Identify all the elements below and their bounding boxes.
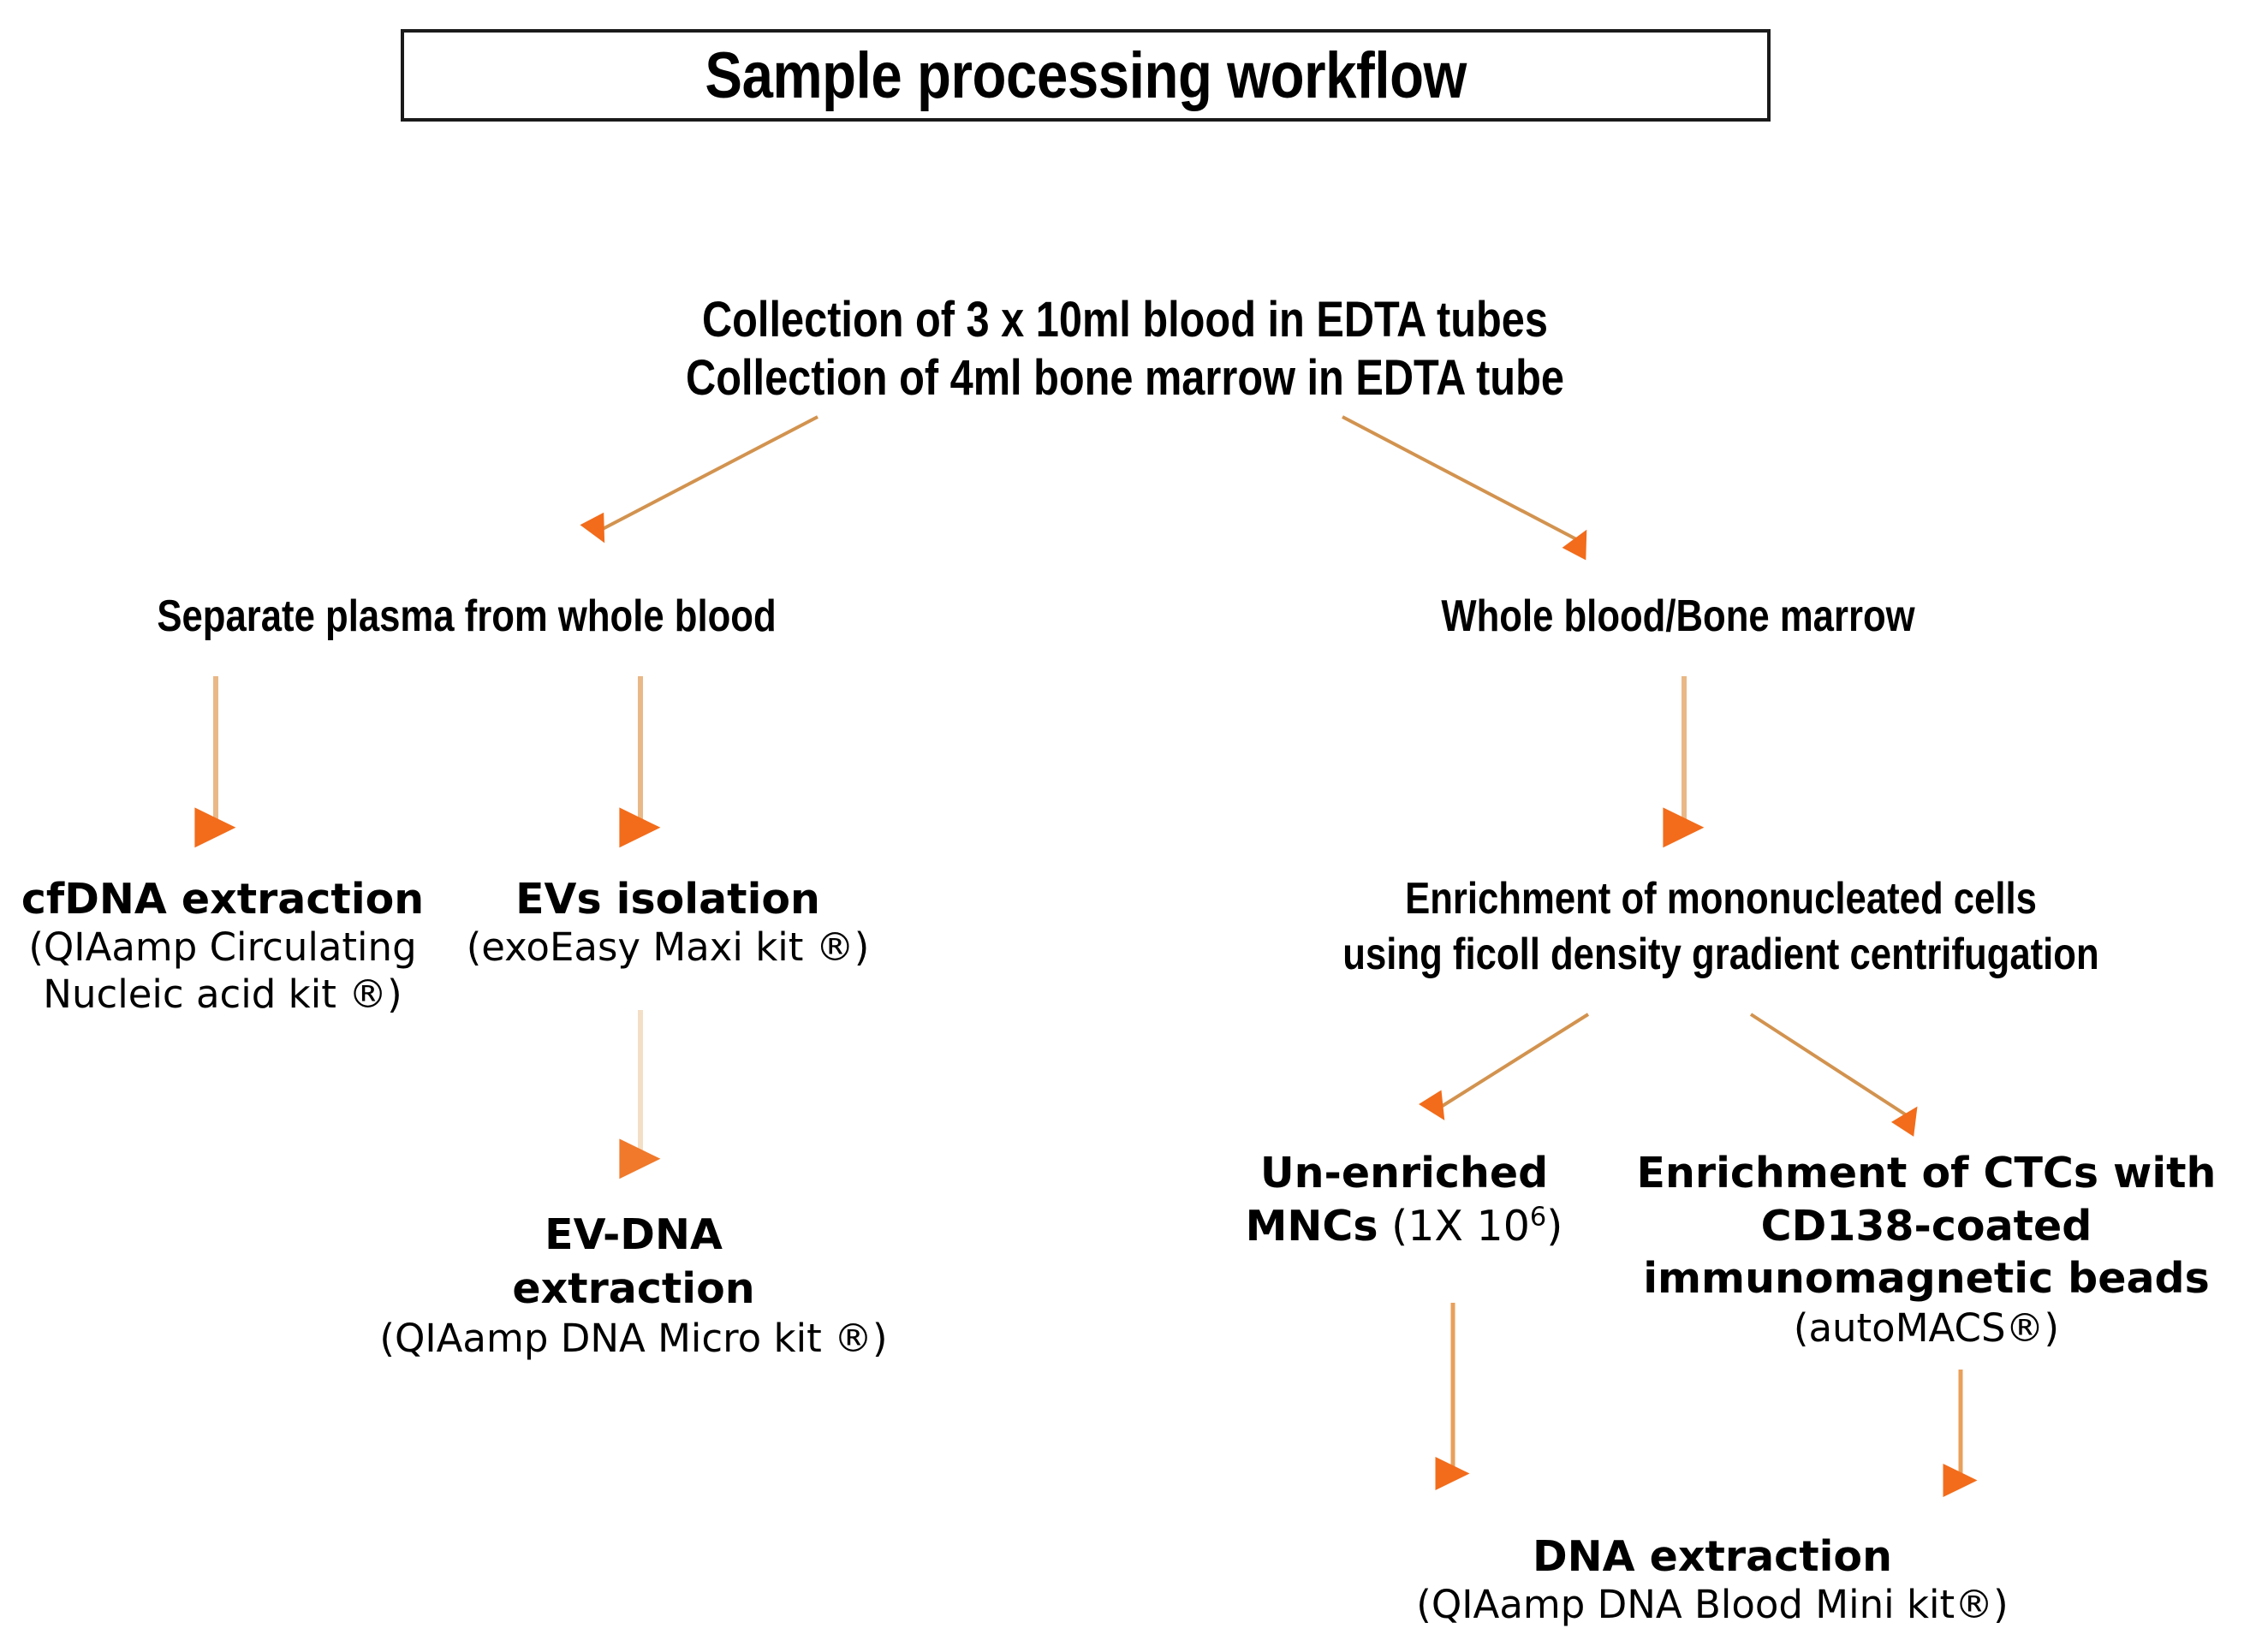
evs-isolation-heading: EVs isolation bbox=[515, 875, 820, 924]
ctc-heading-line-2: CD138-coated bbox=[1760, 1201, 2092, 1251]
cfdna-sub-line-1: (QIAamp Circulating bbox=[28, 924, 417, 970]
diagram-title-box: Sample processing workflow bbox=[401, 29, 1771, 122]
dna-extraction-heading: DNA extraction bbox=[1533, 1532, 1892, 1581]
ctc-sub: (autoMACS®) bbox=[1793, 1305, 2060, 1352]
mncs-heading-line-1: Un-enriched bbox=[1259, 1149, 1549, 1197]
node-collection: Collection of 3 x 10ml blood in EDTA tub… bbox=[180, 291, 2070, 408]
ctc-heading-line-1: Enrichment of CTCs with bbox=[1636, 1149, 2217, 1197]
collection-line-1: Collection of 3 x 10ml blood in EDTA tub… bbox=[701, 292, 1548, 348]
cfdna-heading: cfDNA extraction bbox=[21, 875, 425, 924]
mncs-count-pre: (1X 10 bbox=[1378, 1201, 1530, 1251]
node-evs-isolation: EVs isolation (exoEasy Maxi kit ®) bbox=[428, 875, 908, 972]
edge-ficoll-to-mncs bbox=[1419, 1013, 1590, 1120]
cfdna-sub-line-2: Nucleic acid kit ®) bbox=[43, 971, 402, 1017]
ctc-heading-line-3: immunomagnetic beads bbox=[1643, 1254, 2210, 1304]
mncs-bold-part: MNCs bbox=[1245, 1201, 1378, 1251]
ev-dna-sub: (QIAamp DNA Micro kit ®) bbox=[379, 1316, 888, 1362]
node-whole-blood-bone-marrow: Whole blood/Bone marrow bbox=[1361, 591, 1994, 643]
node-separate-plasma: Separate plasma from whole blood bbox=[74, 591, 859, 643]
diagram-title: Sample processing workflow bbox=[705, 39, 1467, 112]
node-ctc-enrichment: Enrichment of CTCs with CD138-coated imm… bbox=[1627, 1147, 2226, 1351]
ficoll-line-2: using ficoll density gradient centrifuga… bbox=[1342, 930, 2099, 979]
dna-extraction-sub: (QIAamp DNA Blood Mini kit®) bbox=[1416, 1581, 2009, 1627]
node-cfdna-extraction: cfDNA extraction (QIAamp Circulating Nuc… bbox=[0, 875, 454, 1019]
collection-line-2: Collection of 4ml bone marrow in EDTA tu… bbox=[686, 350, 1564, 407]
separate-plasma-label: Separate plasma from whole blood bbox=[157, 591, 777, 641]
mncs-count-exponent: 6 bbox=[1529, 1202, 1547, 1233]
evs-isolation-sub: (exoEasy Maxi kit ®) bbox=[466, 924, 870, 970]
node-ficoll-enrichment: Enrichment of mononucleated cells using … bbox=[1296, 871, 2145, 983]
ev-dna-heading-line-2: extraction bbox=[512, 1263, 755, 1313]
node-un-enriched-mncs: Un-enriched MNCs (1X 106) bbox=[1224, 1147, 1584, 1253]
whole-blood-bone-marrow-label: Whole blood/Bone marrow bbox=[1441, 591, 1915, 641]
node-dna-extraction: DNA extraction (QIAamp DNA Blood Mini ki… bbox=[1318, 1532, 2106, 1627]
edge-ficoll-to-ctc bbox=[1749, 1013, 1918, 1137]
edge-collection-to-whole-blood bbox=[1342, 415, 1587, 561]
ficoll-line-1: Enrichment of mononucleated cells bbox=[1405, 874, 2037, 924]
edge-collection-to-separate-plasma bbox=[580, 415, 818, 544]
ev-dna-heading-line-1: EV-DNA bbox=[545, 1210, 723, 1259]
mncs-heading-line-2: MNCs (1X 106) bbox=[1224, 1200, 1584, 1254]
mncs-count-post: ) bbox=[1546, 1201, 1563, 1251]
node-ev-dna-extraction: EV-DNA extraction (QIAamp DNA Micro kit … bbox=[368, 1209, 899, 1362]
